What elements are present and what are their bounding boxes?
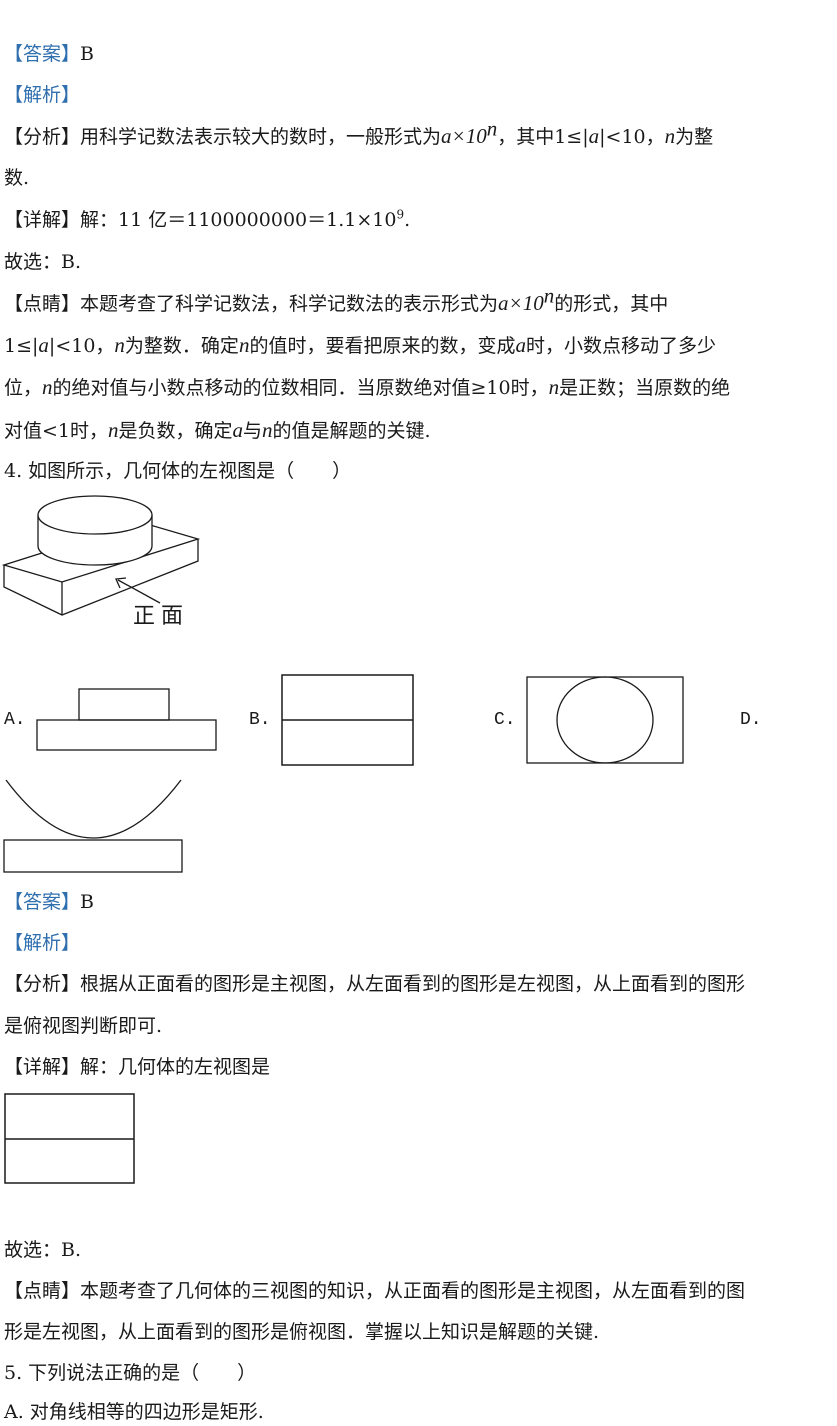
formula-exp: n (543, 283, 555, 308)
arrow-line (117, 579, 161, 604)
fenxi-line-1: 【分析】用科学记数法表示较大的数时，一般形式为a×10n，其中1≤|a|<10，… (4, 118, 833, 149)
question-5-option-a: A. 对角线相等的四边形是矩形. (4, 1400, 833, 1424)
dianjing-text: 为整数．确定 (124, 335, 239, 357)
fenxi-tag: 【分析】 (4, 126, 81, 148)
dianjing-text: 的值是解题的关键. (272, 420, 431, 442)
option-a-figure (36, 688, 217, 751)
answer-value: B (80, 43, 94, 65)
var-n: n (108, 418, 119, 442)
xiangjie-line-2: 【详解】解：几何体的左视图是 (4, 1055, 833, 1079)
xiangjie-text: 解：11 亿＝1100000000＝1.1×10 (80, 209, 397, 231)
dianjing-line-6: 形是左视图，从上面看到的图形是俯视图．掌握以上知识是解题的关键. (4, 1320, 833, 1344)
question-4-stem: 4. 如图所示，几何体的左视图是（ ） (4, 459, 833, 483)
fenxi-text: 用科学记数法表示较大的数时，一般形式为 (80, 126, 442, 148)
xiangjie-exp: 9 (396, 207, 405, 222)
analysis-tag: 【解析】 (4, 84, 81, 106)
dianjing-text: 与 (243, 420, 263, 442)
analysis-tag: 【解析】 (4, 932, 81, 954)
dianjing-line-3: 位，n的绝对值与小数点移动的位数相同．当原数绝对值≥10时，n是正数；当原数的绝 (4, 375, 833, 400)
var-n: n (42, 375, 53, 399)
fenxi-text: 是俯视图判断即可. (4, 1015, 163, 1037)
option-b-figure (281, 674, 414, 766)
dianjing-text: 的形式，其中 (554, 293, 669, 315)
answer-left-view-figure (4, 1093, 135, 1184)
xiangjie-line-1: 【详解】解：11 亿＝1100000000＝1.1×109. (4, 208, 833, 232)
guxuan-line-1: 故选：B. (4, 250, 833, 274)
var-n: n (664, 124, 676, 148)
formula: a×10 (441, 124, 487, 148)
front-label: 正面 (133, 604, 190, 629)
xiangjie-end: . (404, 209, 411, 231)
guxuan-line-2: 故选：B. (4, 1238, 833, 1262)
xiangjie-text: 解：几何体的左视图是 (80, 1056, 271, 1078)
answer-tag: 【答案】 (4, 43, 81, 65)
arrow-head (115, 577, 127, 589)
option-b-label: B. (249, 710, 271, 730)
dianjing-text: 的值时，要看把原来的数，变成 (249, 335, 516, 357)
fenxi-text: 根据从正面看的图形是主视图，从左面看到的图形是左视图，从上面看到的图形 (80, 973, 746, 995)
fenxi-tag: 【分析】 (4, 973, 81, 995)
var-n: n (548, 375, 560, 399)
option-c-label: C. (494, 710, 516, 730)
dianjing-text: 是负数，确定 (118, 420, 233, 442)
answer-value: B (80, 891, 94, 913)
question-text: 5. 下列说法正确的是（ ） (4, 1362, 257, 1384)
dianjing-line-5: 【点睛】本题考查了几何体的三视图的知识，从正面看的图形是主视图，从左面看到的图 (4, 1279, 833, 1303)
dianjing-text: 1≤| (4, 335, 39, 357)
fenxi-text: 数. (4, 167, 30, 189)
dianjing-text: 本题考查了几何体的三视图的知识，从正面看的图形是主视图，从左面看到的图 (80, 1280, 746, 1302)
fenxi-line-4: 是俯视图判断即可. (4, 1014, 833, 1038)
dianjing-text: 对值<1时， (4, 420, 109, 442)
xiangjie-tag: 【详解】 (4, 209, 81, 231)
dianjing-text: 位， (4, 377, 43, 399)
option-d-label: D. (740, 710, 762, 730)
answer-tag: 【答案】 (4, 891, 81, 913)
answer-line-1: 【答案】B (4, 42, 833, 66)
guxuan-text: 故选：B. (4, 251, 82, 273)
cylinder-top (37, 495, 153, 535)
dianjing-line-2: 1≤|a|<10，n为整数．确定n的值时，要看把原来的数，变成a时，小数点移动了… (4, 333, 833, 358)
dianjing-tag: 【点睛】 (4, 293, 81, 315)
dianjing-text: 的绝对值与小数点移动的位数相同．当原数绝对值≥10时， (52, 377, 549, 399)
fenxi-line-2: 数. (4, 166, 833, 190)
fenxi-text: ，其中1≤| (497, 126, 589, 148)
xiangjie-tag: 【详解】 (4, 1056, 81, 1078)
dianjing-text: 本题考查了科学记数法，科学记数法的表示形式为 (80, 293, 499, 315)
solid-figure (1, 495, 201, 616)
dianjing-line-4: 对值<1时，n是负数，确定a与n的值是解题的关键. (4, 418, 833, 443)
formula-exp: n (486, 116, 498, 141)
fenxi-text: 为整 (675, 126, 714, 148)
var-n: n (114, 333, 125, 357)
var-a: a (515, 333, 526, 357)
analysis-line-1: 【解析】 (4, 83, 833, 107)
var-a: a (38, 333, 49, 357)
analysis-line-2: 【解析】 (4, 931, 833, 955)
dianjing-text: 形是左视图，从上面看到的图形是俯视图．掌握以上知识是解题的关键. (4, 1321, 600, 1343)
option-c-figure (526, 676, 684, 764)
dianjing-line-1: 【点睛】本题考查了科学记数法，科学记数法的表示形式为a×10n的形式，其中 (4, 285, 833, 316)
fenxi-line-3: 【分析】根据从正面看的图形是主视图，从左面看到的图形是左视图，从上面看到的图形 (4, 972, 833, 996)
guxuan-text: 故选：B. (4, 1239, 82, 1261)
formula: a×10 (498, 291, 544, 315)
var-a: a (232, 418, 244, 442)
dianjing-text: 是正数；当原数的绝 (559, 377, 731, 399)
var-a: a (588, 124, 600, 148)
option-d-figure (3, 779, 183, 873)
option-text: A. 对角线相等的四边形是矩形. (4, 1401, 264, 1423)
option-a-label: A. (4, 710, 26, 730)
dianjing-text: 时，小数点移动了多少 (525, 335, 716, 357)
question-text: 4. 如图所示，几何体的左视图是（ ） (4, 460, 352, 482)
var-n: n (262, 418, 273, 442)
dianjing-text: |<10， (48, 335, 115, 357)
answer-line-2: 【答案】B (4, 890, 833, 914)
dianjing-tag: 【点睛】 (4, 1280, 81, 1302)
fenxi-text: |<10， (599, 126, 665, 148)
question-5-stem: 5. 下列说法正确的是（ ） (4, 1361, 833, 1385)
var-n: n (238, 333, 250, 357)
